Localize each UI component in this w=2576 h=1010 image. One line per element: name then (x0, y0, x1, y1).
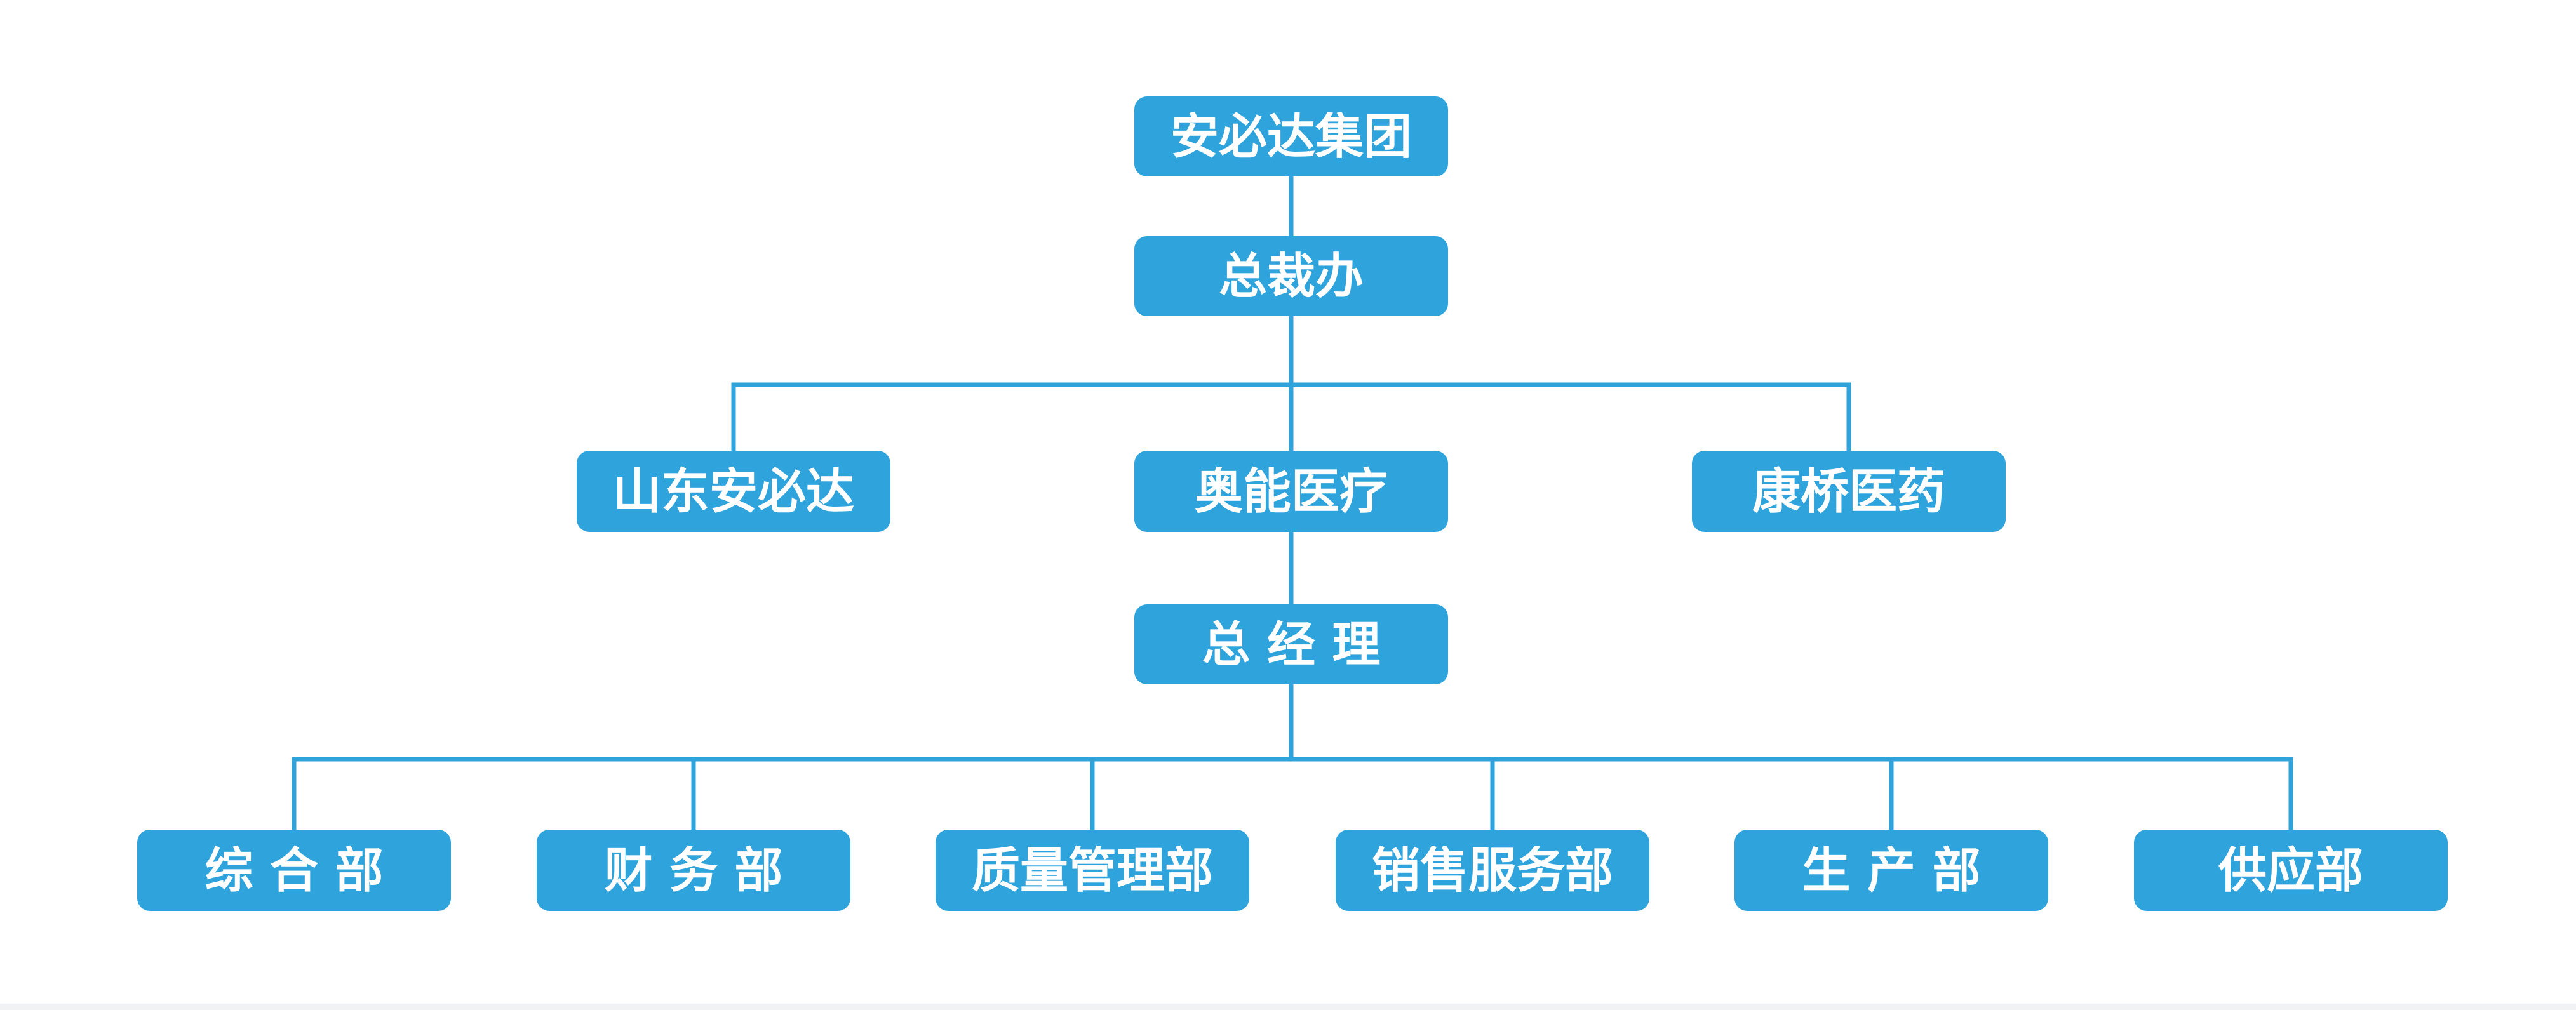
node-department-6-label: 供应部 (2218, 842, 2363, 899)
node-department-4-label: 销售服务部 (1372, 842, 1613, 899)
node-department-2: 财 务 部 (537, 830, 850, 911)
node-department-3-label: 质量管理部 (972, 842, 1213, 899)
node-department-2-label: 财 务 部 (605, 842, 783, 899)
node-department-1-label: 综 合 部 (205, 842, 384, 899)
bottom-divider (0, 1004, 2576, 1010)
node-subsidiary-kangqiao: 康桥医药 (1692, 451, 2006, 532)
node-department-4: 销售服务部 (1336, 830, 1649, 911)
node-general-manager: 总 经 理 (1134, 604, 1448, 684)
node-subsidiary-shandong-label: 山东安必达 (613, 463, 854, 520)
node-root-label: 安必达集团 (1171, 109, 1412, 165)
node-president-office: 总裁办 (1134, 236, 1448, 316)
node-department-5-label: 生 产 部 (1802, 842, 1981, 899)
node-department-5: 生 产 部 (1734, 830, 2048, 911)
node-subsidiary-aoneng: 奥能医疗 (1134, 451, 1448, 532)
node-department-1: 综 合 部 (137, 830, 451, 911)
node-president-office-label: 总裁办 (1219, 248, 1364, 305)
node-subsidiary-kangqiao-label: 康桥医药 (1752, 463, 1945, 520)
node-department-6: 供应部 (2134, 830, 2448, 911)
node-subsidiary-shandong: 山东安必达 (577, 451, 890, 532)
node-root: 安必达集团 (1134, 96, 1448, 176)
connectors (292, 172, 2293, 834)
node-subsidiary-aoneng-label: 奥能医疗 (1195, 463, 1388, 520)
node-department-3: 质量管理部 (936, 830, 1249, 911)
node-general-manager-label: 总 经 理 (1202, 616, 1381, 673)
